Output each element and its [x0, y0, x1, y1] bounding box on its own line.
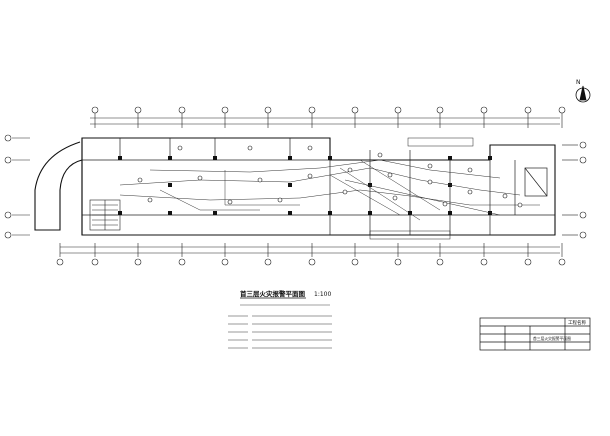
column	[408, 211, 412, 215]
axis-bubble	[4, 134, 12, 142]
axis-bubble	[56, 258, 64, 266]
axis-bubble	[579, 156, 587, 164]
detector-icon	[177, 145, 183, 151]
column	[288, 156, 292, 160]
axis-bubble	[134, 258, 142, 266]
drawing-scale: 1:100	[314, 291, 331, 298]
column	[213, 211, 217, 215]
dimension-lines-top	[90, 117, 560, 125]
detector-icon	[197, 175, 203, 181]
axis-bubble	[579, 211, 587, 219]
column	[168, 156, 172, 160]
detector-icon	[147, 197, 153, 203]
column	[288, 183, 292, 187]
detector-icon	[137, 177, 143, 183]
drawing-title: 首三层火灾报警平面图	[240, 289, 306, 298]
axis-bubble	[351, 258, 359, 266]
detector-icon	[502, 193, 508, 199]
axis-bubble	[4, 211, 12, 219]
axis-bubble	[91, 106, 99, 114]
building-outline	[34, 137, 556, 236]
axis-bubble	[394, 258, 402, 266]
detector-icon	[517, 202, 523, 208]
detector-icon	[342, 189, 348, 195]
column	[368, 211, 372, 215]
column	[168, 211, 172, 215]
detector-icon	[387, 172, 393, 178]
axis-bubble	[178, 106, 186, 114]
axis-bubble	[436, 258, 444, 266]
column	[168, 183, 172, 187]
column	[448, 156, 452, 160]
axis-bubble	[264, 258, 272, 266]
column	[118, 156, 122, 160]
north-arrow	[575, 85, 591, 103]
axis-bubble	[308, 106, 316, 114]
axis-bubble	[579, 141, 587, 149]
axis-bubble	[308, 258, 316, 266]
axis-bubble	[178, 258, 186, 266]
axis-bubble	[351, 106, 359, 114]
alarm-devices	[137, 145, 523, 208]
detector-icon	[377, 152, 383, 158]
column	[118, 211, 122, 215]
axis-bubble	[436, 106, 444, 114]
detector-icon	[277, 197, 283, 203]
column	[488, 211, 492, 215]
title-block-drawing-name: 首三层火灾报警平面图	[533, 336, 571, 341]
column	[328, 156, 332, 160]
detector-icon	[247, 145, 253, 151]
axis-bubble	[480, 106, 488, 114]
axis-bubble	[558, 106, 566, 114]
axis-bubble	[264, 106, 272, 114]
title-block-company: 工程名称	[568, 319, 586, 326]
detector-icon	[467, 189, 473, 195]
detector-icon	[442, 201, 448, 207]
detector-icon	[227, 199, 233, 205]
detector-icon	[392, 195, 398, 201]
axis-markers-top	[91, 106, 566, 128]
detector-icon	[307, 145, 313, 151]
axis-bubble	[4, 156, 12, 164]
structural-columns	[118, 156, 492, 215]
axis-markers-right	[562, 141, 587, 239]
axis-bubble	[579, 231, 587, 239]
axis-bubble	[134, 106, 142, 114]
legend	[228, 315, 332, 349]
axis-bubble	[4, 231, 12, 239]
axis-bubble	[221, 258, 229, 266]
axis-markers-bottom	[56, 243, 566, 266]
interior-walls	[82, 138, 555, 235]
detector-icon	[467, 167, 473, 173]
north-label: N	[576, 79, 581, 86]
callout-boxes	[369, 137, 474, 240]
detector-icon	[307, 173, 313, 179]
axis-bubble	[221, 106, 229, 114]
axis-bubble	[394, 106, 402, 114]
detector-icon	[427, 163, 433, 169]
column	[288, 211, 292, 215]
axis-bubble	[558, 258, 566, 266]
dimension-lines-bottom	[60, 246, 560, 254]
detector-icon	[427, 179, 433, 185]
title-block	[479, 317, 591, 351]
detector-icon	[347, 167, 353, 173]
column	[488, 156, 492, 160]
detector-icon	[257, 177, 263, 183]
axis-bubble	[524, 258, 532, 266]
axis-bubble	[480, 258, 488, 266]
column	[213, 156, 217, 160]
column	[328, 211, 332, 215]
axis-bubble	[91, 258, 99, 266]
stair-core	[89, 199, 121, 231]
axis-bubble	[524, 106, 532, 114]
column	[368, 183, 372, 187]
axis-markers-left	[4, 134, 30, 239]
column	[448, 211, 452, 215]
